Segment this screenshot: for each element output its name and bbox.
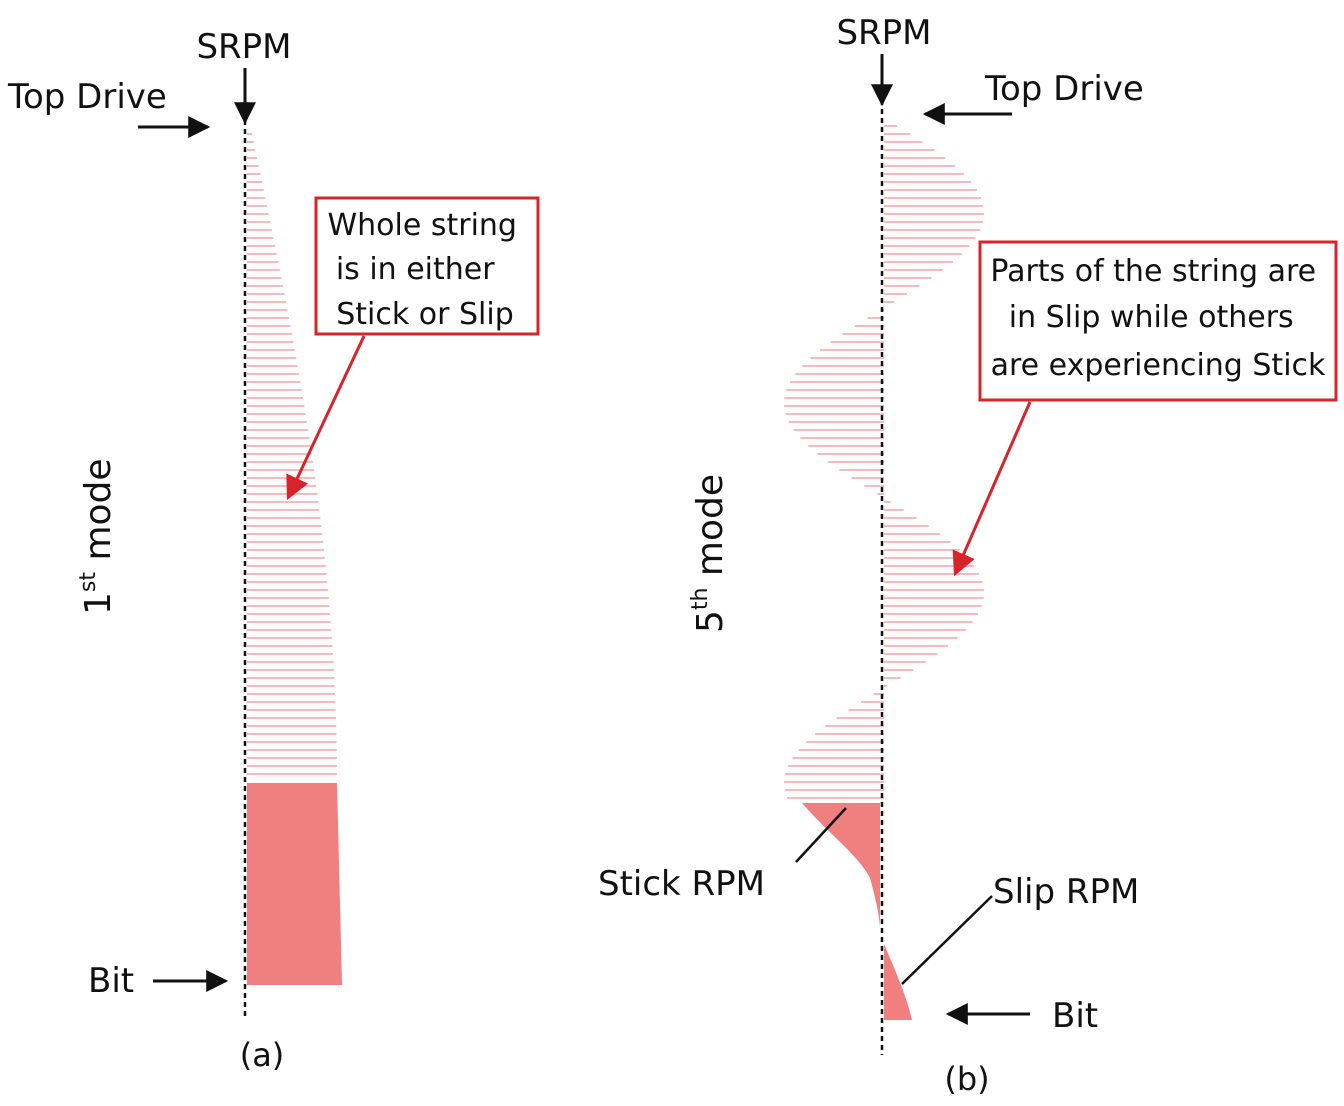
panel-a-callout-line-3: Stick or Slip	[336, 297, 514, 332]
panel-a-srpm-label: SRPM	[196, 27, 291, 67]
panel-a-mode-label: 1st mode	[76, 458, 119, 615]
panel-a-callout-box	[314, 196, 540, 336]
panel-b-callout-box	[978, 240, 1338, 402]
panel-b-mode-label: 5th mode	[688, 474, 731, 633]
panel-a-callout-arrow	[286, 335, 366, 501]
panel-b-caption: (b)	[944, 1060, 989, 1098]
panel-a-bit-label: Bit	[88, 961, 134, 1001]
panel-b-bit-label: Bit	[1052, 996, 1098, 1036]
panel-b-stick-rpm-leader	[795, 807, 847, 863]
panel-b-srpm-label: SRPM	[836, 13, 931, 53]
panel-b-callout-line-2: in Slip while others	[1009, 300, 1294, 335]
panel-a-callout-line-2: is in either	[336, 252, 495, 287]
panel-a-mode-word: mode	[78, 458, 119, 572]
panel-b-stick-rpm-label: Stick RPM	[598, 864, 765, 904]
panel-a-velocity-stripes	[247, 133, 337, 775]
panel-b-callout-text: Parts of the string are in Slip while ot…	[990, 254, 1326, 383]
panel-b-callout-line-3: are experiencing Stick	[991, 348, 1326, 383]
panel-b-velocity-stripes	[784, 125, 984, 799]
panel-b-mode-number: 5	[690, 610, 731, 633]
panel-b-top-drive-label: Top Drive	[984, 69, 1144, 109]
panel-a-callout-line-1: Whole string	[327, 208, 516, 243]
panel-b-slip-rpm-fill	[884, 944, 912, 1020]
panel-b-callout-line-1: Parts of the string are	[990, 254, 1316, 289]
panel-a-caption: (a)	[240, 1036, 285, 1074]
panel-a-callout-text: Whole string is in either Stick or Slip	[327, 208, 526, 332]
panel-b-slip-rpm-label: Slip RPM	[993, 872, 1139, 912]
panel-b-slip-rpm-leader	[901, 895, 993, 985]
panel-a-top-drive-label: Top Drive	[7, 77, 167, 117]
panel-a-mode-number: 1	[78, 592, 119, 615]
panel-b-stick-rpm-fill	[802, 803, 880, 930]
panel-a-stuck-section-fill	[247, 783, 342, 985]
panel-b-callout-arrow	[952, 401, 1032, 577]
panel-a: SRPM Top Drive Bit 1st mode (a) Whole st…	[7, 27, 540, 1074]
panel-a-mode-suffix: st	[76, 572, 101, 592]
panel-b: SRPM Top Drive Bit 5th mode Stick RPM Sl…	[598, 13, 1338, 1098]
panel-b-mode-suffix: th	[688, 588, 713, 611]
panel-b-mode-word: mode	[690, 474, 731, 588]
